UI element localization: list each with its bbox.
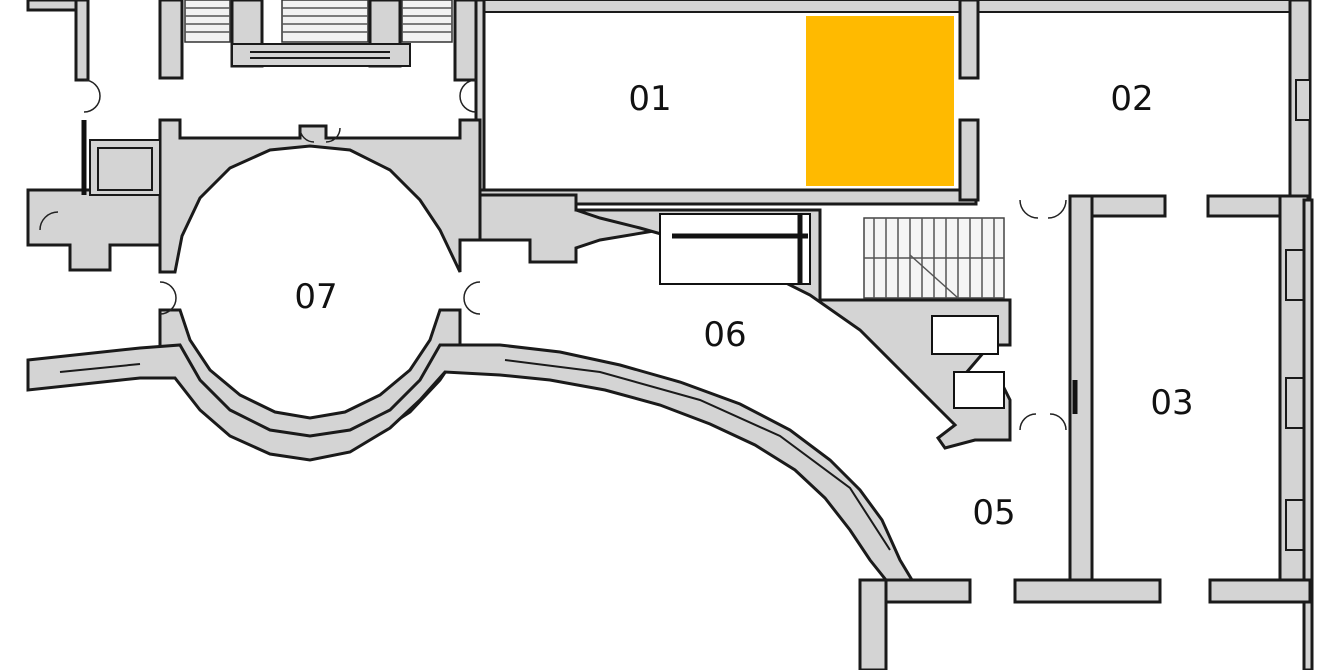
rotunda-walls: [26, 118, 662, 454]
upper-stair-hall: [26, 0, 479, 82]
room-label-02: 02: [1110, 79, 1153, 119]
room-label-07: 07: [294, 277, 337, 317]
room-label-06: 06: [703, 315, 746, 355]
middle-stairs: [863, 217, 1005, 299]
room-label-05: 05: [972, 493, 1015, 533]
door-arcs: [39, 79, 1067, 431]
highlighted-area: [806, 16, 954, 186]
room-label-03: 03: [1150, 383, 1193, 423]
north-stairs: [184, 0, 453, 43]
room-label-01: 01: [628, 79, 671, 119]
